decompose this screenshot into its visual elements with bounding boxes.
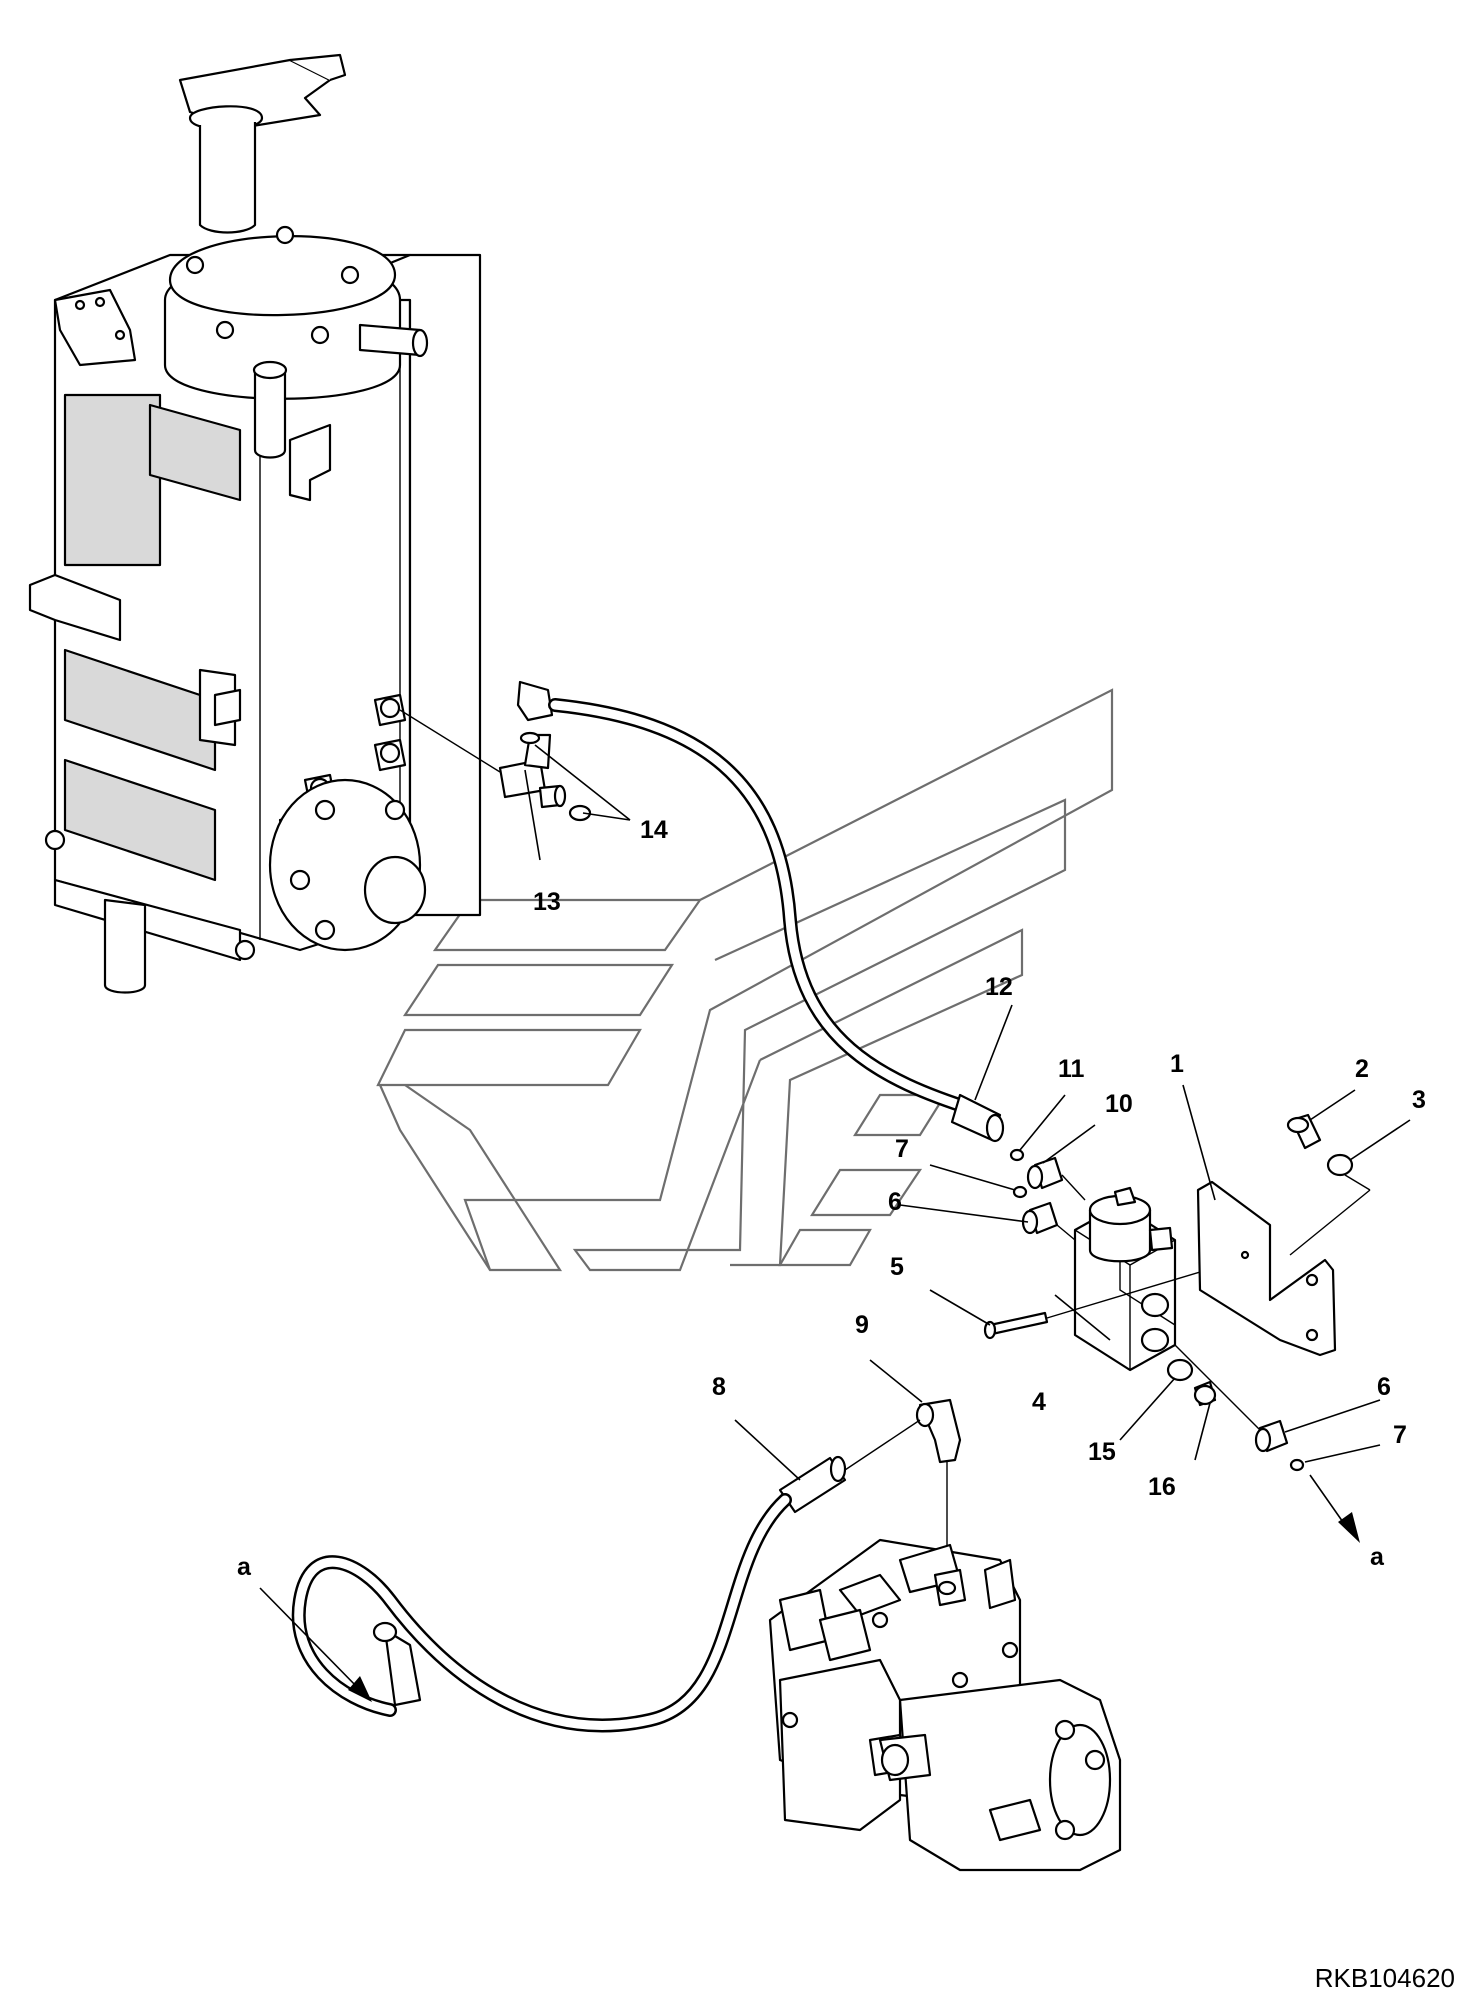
- callout-5: 5: [890, 1253, 904, 1281]
- callout-2: 2: [1355, 1055, 1369, 1083]
- seal-ring: [1166, 1358, 1194, 1382]
- callout-7-upper: 7: [895, 1135, 909, 1163]
- callout-13: 13: [533, 888, 561, 916]
- callout-6-lower: 6: [1377, 1373, 1391, 1401]
- callout-1: 1: [1170, 1050, 1184, 1078]
- callout-6-upper: 6: [888, 1188, 902, 1216]
- callout-16: 16: [1148, 1473, 1176, 1501]
- arrow-a-lower: [348, 1676, 372, 1702]
- o-ring-lower: [568, 804, 592, 822]
- solenoid-valve-block: [1073, 1186, 1177, 1372]
- arrow-a-upper: [1338, 1512, 1360, 1543]
- tee-fitting: [498, 733, 567, 809]
- connection-mark-a-upper: a: [1370, 1543, 1385, 1571]
- callout-11: 11: [1058, 1055, 1085, 1083]
- mounting-bracket: [1196, 1180, 1337, 1357]
- hydraulic-tank: [28, 53, 482, 994]
- callout-8: 8: [712, 1373, 726, 1401]
- hydraulic-pump: [768, 1538, 1122, 1872]
- elbow-fitting: [915, 1398, 962, 1580]
- plug: [1193, 1380, 1217, 1407]
- fittings-lower: [1174, 1344, 1305, 1472]
- fittings-upper: [1009, 1148, 1086, 1241]
- connection-mark-a-lower: a: [237, 1553, 252, 1581]
- callout-15: 15: [1088, 1438, 1116, 1466]
- o-ring-upper: [519, 731, 541, 745]
- upper-hose: [516, 680, 1005, 1143]
- figure-reference-code: RKB104620: [1315, 1963, 1455, 1993]
- bracket-bolt: [1286, 1113, 1322, 1150]
- callout-14: 14: [640, 816, 668, 844]
- callout-10: 10: [1105, 1090, 1133, 1118]
- callout-12: 12: [985, 973, 1013, 1001]
- watermark-logo: [376, 688, 1114, 1272]
- leader-lines: [259, 744, 1411, 1691]
- callout-3: 3: [1412, 1086, 1426, 1114]
- washer: [1326, 1153, 1354, 1177]
- callout-9: 9: [855, 1311, 869, 1339]
- callout-7-lower: 7: [1393, 1421, 1407, 1449]
- lower-hose: [291, 1419, 921, 1733]
- callout-4: 4: [1032, 1388, 1046, 1416]
